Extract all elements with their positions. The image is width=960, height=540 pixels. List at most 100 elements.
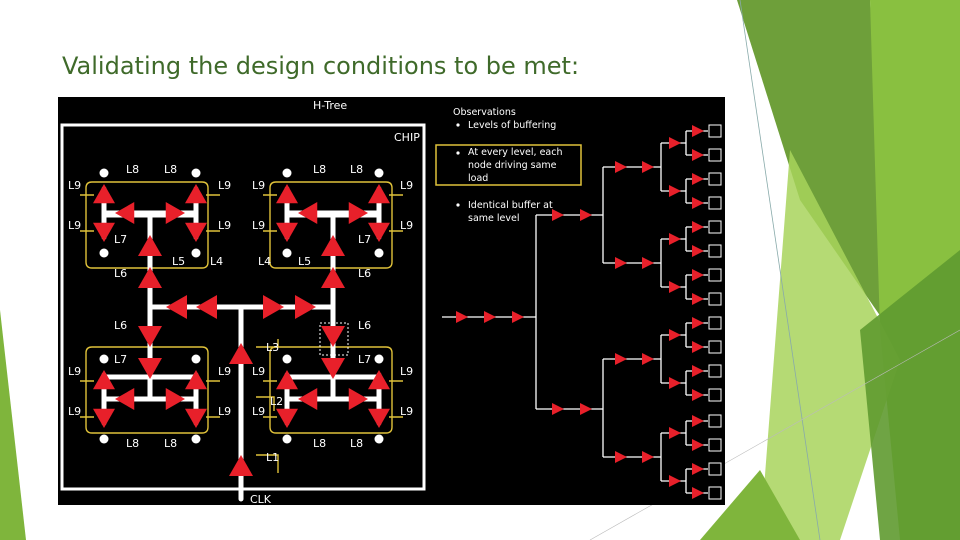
buffer-icon <box>276 408 298 428</box>
sink-node <box>282 168 292 178</box>
buffer-icon <box>276 222 298 242</box>
tree-buffer-icon <box>512 311 524 323</box>
tree-buffer-icon <box>580 403 592 415</box>
level-label: L9 <box>252 405 265 418</box>
buffer-icon <box>229 455 253 476</box>
buffer-icon <box>276 184 298 204</box>
tree-buffer-icon <box>669 427 681 439</box>
observation-2-line3: load <box>468 173 488 184</box>
chip-label: CHIP <box>394 131 420 144</box>
level-label: L9 <box>68 219 81 232</box>
tree-buffer-icon <box>642 161 654 173</box>
buffer-icon <box>185 184 207 204</box>
level-label: L9 <box>252 179 265 192</box>
buffer-icon <box>166 295 187 319</box>
level-label: L9 <box>252 219 265 232</box>
level-label: L8 <box>350 163 363 176</box>
tree-buffer-icon <box>669 137 681 149</box>
tree-buffer-icon <box>692 365 704 377</box>
sink-register <box>708 172 722 186</box>
sink-node <box>374 248 384 258</box>
level-label: L7 <box>114 353 127 366</box>
buffer-icon <box>138 358 162 379</box>
tree-buffer-icon <box>669 329 681 341</box>
tree-buffer-icon <box>669 233 681 245</box>
buffer-icon <box>93 370 115 390</box>
level-label: L6 <box>114 267 127 280</box>
tree-buffer-icon <box>692 317 704 329</box>
observations-heading: Observations <box>453 107 516 118</box>
sink-node <box>191 168 201 178</box>
tree-buffer-icon <box>642 257 654 269</box>
green-facet <box>860 250 960 540</box>
routing-trace <box>85 346 209 434</box>
routing-trace <box>256 339 279 473</box>
tree-buffer-icon <box>692 293 704 305</box>
buffer-icon <box>165 388 185 410</box>
tree-buffer-icon <box>692 149 704 161</box>
level-label: L4 <box>258 255 271 268</box>
buffer-icon <box>229 343 253 364</box>
trace-layer <box>80 181 403 473</box>
green-facet <box>737 0 890 330</box>
sink-node <box>99 354 109 364</box>
bullet <box>456 123 460 127</box>
level-label: L8 <box>313 437 326 450</box>
sink-node <box>191 434 201 444</box>
buffer-icon <box>93 222 115 242</box>
buffer-icon <box>185 408 207 428</box>
tree-buffer-icon <box>692 487 704 499</box>
tree-buffer-icon <box>692 415 704 427</box>
tree-buffer-icon <box>615 451 627 463</box>
buffer-tree <box>442 124 722 500</box>
tree-buffer-icon <box>615 161 627 173</box>
tree-buffer-icon <box>669 281 681 293</box>
routing-trace <box>269 346 393 434</box>
buffer-icon <box>185 222 207 242</box>
tree-buffer-icon <box>669 475 681 487</box>
level-label: L9 <box>68 405 81 418</box>
tree-buffer-icon <box>692 173 704 185</box>
decor-line <box>589 329 960 540</box>
level-label: L9 <box>252 365 265 378</box>
tree-buffer-icon <box>692 125 704 137</box>
sink-register <box>708 244 722 258</box>
level-label: L5 <box>298 255 311 268</box>
level-label: L8 <box>126 163 139 176</box>
observation-highlight <box>435 144 582 186</box>
sink-node <box>282 434 292 444</box>
buffer-icon <box>368 370 390 390</box>
buffer-icon <box>263 295 284 319</box>
sink-node <box>191 354 201 364</box>
observation-3-line2: same level <box>468 213 519 224</box>
routing-trace <box>85 181 209 269</box>
buffer-icon <box>298 202 318 224</box>
sink-node <box>374 168 384 178</box>
sink-node <box>191 248 201 258</box>
sink-register <box>708 414 722 428</box>
buffer-icon <box>295 295 316 319</box>
tree-buffer-icon <box>484 311 496 323</box>
routing-trace <box>80 194 220 232</box>
buffer-icon <box>298 388 318 410</box>
buffer-icon <box>115 388 135 410</box>
buffer-icon <box>276 370 298 390</box>
green-facet <box>700 470 800 540</box>
slide-title: Validating the design conditions to be m… <box>62 52 580 80</box>
buffer-icon <box>196 295 217 319</box>
sink-node <box>282 354 292 364</box>
level-label: L4 <box>210 255 223 268</box>
level-label: L1 <box>266 451 279 464</box>
buffer-icon <box>321 267 345 288</box>
observation-1: Levels of buffering <box>468 120 556 131</box>
sink-node <box>99 168 109 178</box>
bullet <box>456 151 460 155</box>
buffer-icon <box>138 235 162 256</box>
buffer-icon <box>185 370 207 390</box>
green-facet <box>760 150 900 540</box>
tree-buffer-icon <box>692 221 704 233</box>
tree-buffer-icon <box>692 439 704 451</box>
level-label: L8 <box>164 163 177 176</box>
